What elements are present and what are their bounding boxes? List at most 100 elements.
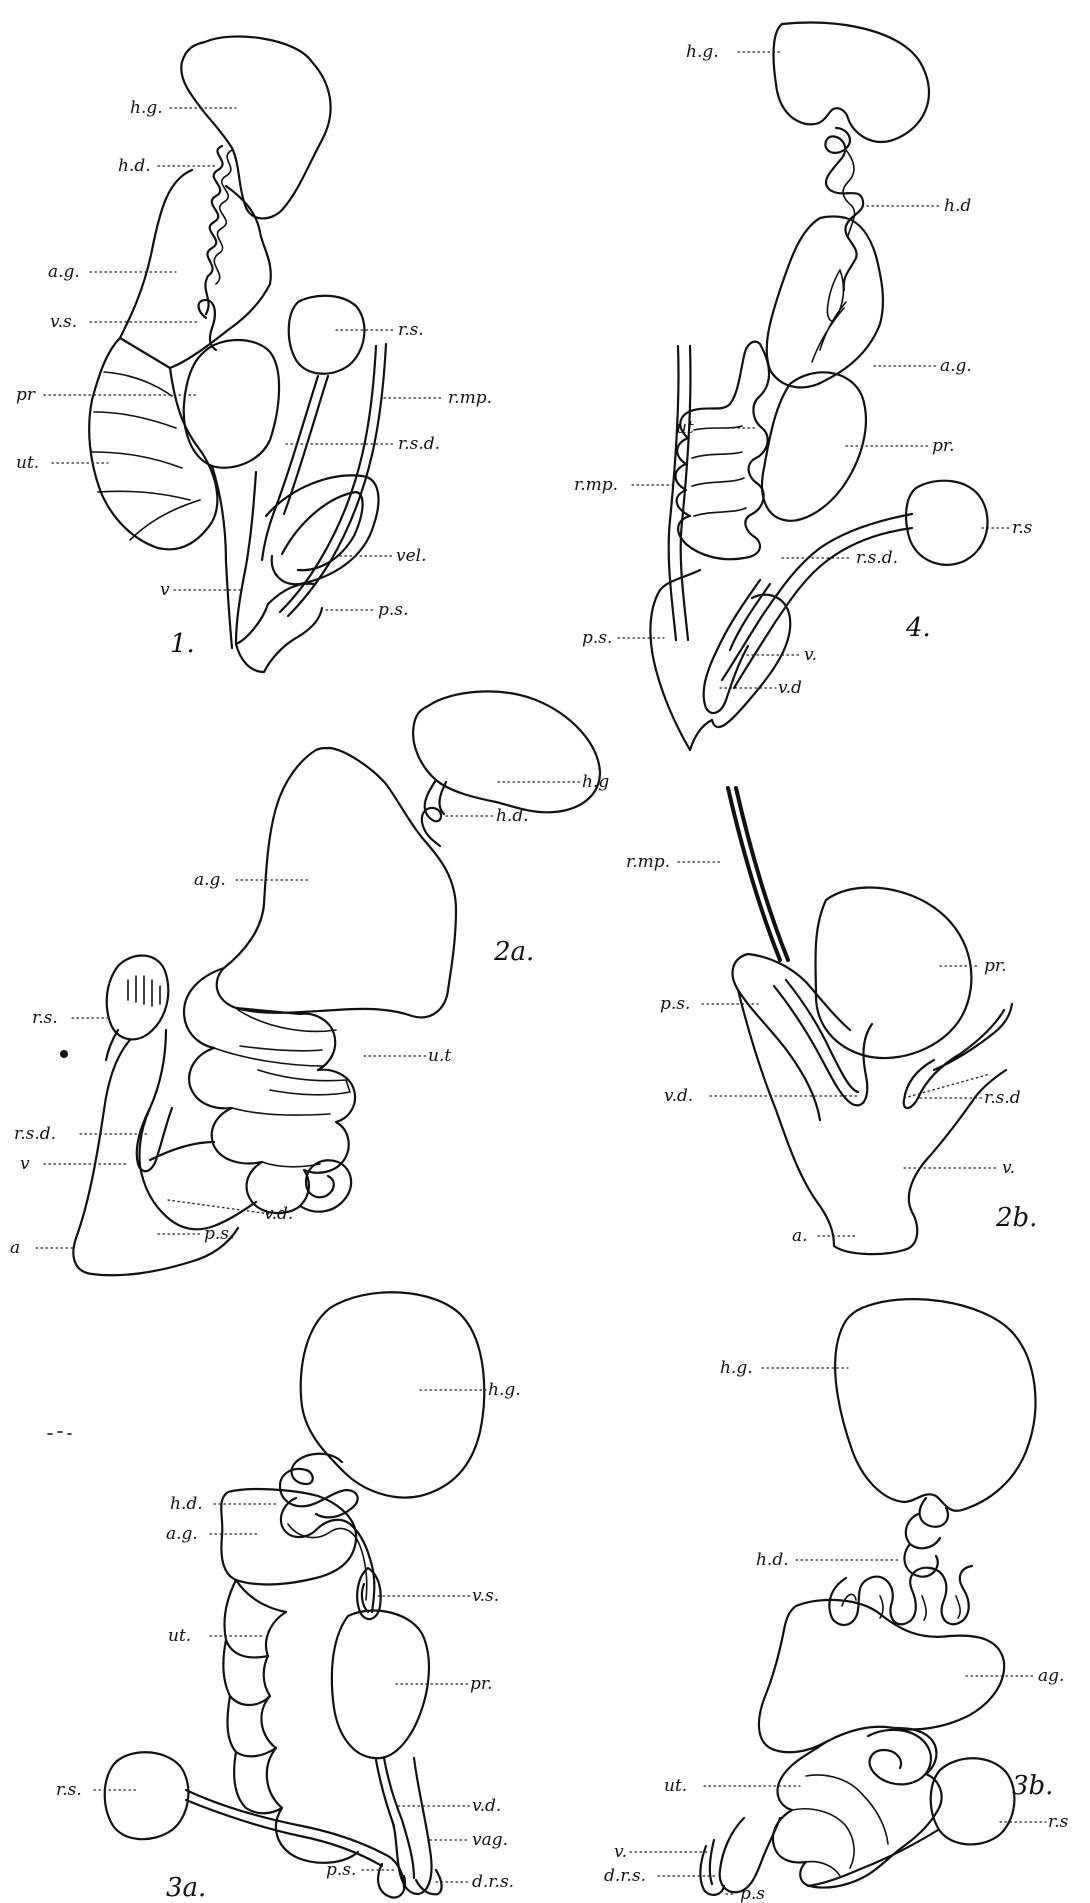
fig2b-label-v: v. (1002, 1158, 1015, 1178)
figure-1: h.g. h.d. a.g. v.s. pr ut. r.s. r.mp. r.… (16, 36, 492, 672)
fig2b-label-a: a. (792, 1226, 808, 1246)
fig2a-label-ut: u.t (428, 1046, 451, 1066)
fig3a-label-drs: d.r.s. (472, 1872, 514, 1892)
fig1-vagina (212, 466, 264, 672)
fig3a-label-ag: a.g. (166, 1524, 198, 1544)
fig4-label-vd: v.d (778, 678, 802, 698)
fig4-label-v: v. (804, 645, 817, 665)
fig4-label-rmp: r.mp. (574, 475, 618, 495)
fig4-label-ps: p.s. (582, 628, 612, 648)
fig3b-label-v: v. (614, 1842, 627, 1862)
figure-2a: h.g h.d. a.g. 2a. r.s. u.t r.s.d. v v.d.… (10, 691, 609, 1275)
fig4-prostate (762, 372, 866, 520)
fig3a-label-hg: h.g. (488, 1380, 521, 1400)
fig3b-label-rs: r.s (1048, 1812, 1069, 1832)
fig1-label-vs: v.s. (50, 312, 77, 332)
fig2a-label-hg: h.g (582, 772, 609, 792)
fig1-number: 1. (170, 629, 195, 659)
fig2a-label-a: a (10, 1238, 20, 1258)
fig4-albumen-inner (812, 270, 846, 362)
fig3b-label-drs: d.r.s. (604, 1866, 646, 1886)
fig2a-label-rs: r.s. (32, 1008, 58, 1028)
fig3a-rs-duct (186, 1790, 404, 1888)
fig2b-label-pr: pr. (984, 956, 1007, 976)
fig3b-uterus-coil (868, 1730, 931, 1784)
fig4-hermaphrodite-duct (825, 128, 863, 290)
fig3b-number: 3b. (1012, 1771, 1053, 1801)
fig2a-rs-stipple (128, 976, 160, 1006)
fig3b-receptaculum-seminis (931, 1758, 1015, 1844)
fig4-label-rsd: r.s.d. (856, 548, 898, 568)
fig3b-label-hg: h.g. (720, 1358, 753, 1378)
fig3b-penis-sheath (720, 1818, 780, 1892)
fig1-uterus (89, 338, 217, 549)
fig4-receptaculum-duct (722, 514, 912, 688)
fig2b-label-vd: v.d. (664, 1086, 693, 1106)
figure-4: h.g. h.d a.g. ut pr. r.mp. r.s r.s.d. p.… (574, 23, 1033, 750)
fig3a-label-ut: ut. (168, 1626, 191, 1646)
fig1-receptaculum-seminis (289, 296, 365, 374)
fig2b-retractor-muscle (728, 788, 788, 960)
fig4-label-ag: a.g. (940, 356, 972, 376)
fig2a-albumen-gland (217, 748, 456, 1017)
fig4-albumen-gland (767, 217, 883, 388)
fig3a-number: 3a. (166, 1873, 206, 1903)
fig4-label-hd: h.d (944, 196, 971, 216)
fig4-label-hg: h.g. (686, 42, 719, 62)
figure-3a: h.g. h.d. a.g. v.s. ut. pr. v.d. r.s. va… (56, 1292, 521, 1903)
fig2b-vas-deferens (774, 980, 872, 1105)
fig1-label-hd: h.d. (118, 156, 151, 176)
fig1-albumen-gland (120, 170, 271, 368)
fig4-label-ut: ut (676, 418, 694, 438)
fig2b-prostate (815, 888, 971, 1059)
fig2b-label-rsd: r.s.d (984, 1088, 1021, 1108)
fig2a-label-ag: a.g. (194, 870, 226, 890)
fig2a-label-vd: v.d. (264, 1204, 293, 1224)
fig3a-vas-deferens (376, 1758, 414, 1878)
fig3a-hermaphrodite-duct (280, 1454, 374, 1612)
fig2a-receptaculum-seminis (107, 956, 169, 1040)
fig2a-tight-coil (300, 1160, 351, 1211)
fig3b-hermaphrodite-gland (835, 1299, 1035, 1511)
fig3a-label-vs: v.s. (472, 1586, 499, 1606)
fig1-label-rmp: r.mp. (448, 388, 492, 408)
fig3b-label-hd: h.d. (756, 1550, 789, 1570)
fig4-number: 4. (905, 613, 931, 643)
fig3b-uterus-folds (792, 1775, 888, 1876)
fig1-label-v: v (160, 580, 170, 600)
fig4-label-rs: r.s (1012, 518, 1033, 538)
fig3b-rs-duct (808, 1830, 938, 1886)
fig3a-vagina (392, 1758, 432, 1894)
fig2a-uterus-folds (214, 1010, 350, 1167)
fig1-label-vel: vel. (396, 546, 427, 566)
fig3a-label-rs: r.s. (56, 1780, 82, 1800)
fig1-penis-sheath (236, 584, 322, 672)
ink-spot (60, 1050, 68, 1058)
fig3a-label-pr: pr. (470, 1674, 493, 1694)
fig2a-vagina (139, 1030, 256, 1229)
fig4-hermaphrodite-gland (774, 23, 929, 142)
fig3a-label-vag: vag. (472, 1830, 508, 1850)
fig3a-prostate (332, 1611, 429, 1759)
fig1-label-ut: ut. (16, 453, 39, 473)
fig3a-label-vd: v.d. (472, 1796, 501, 1816)
fig2a-label-hd: h.d. (496, 806, 529, 826)
fig1-label-pr: pr (16, 385, 36, 405)
fig2b-body (738, 990, 1006, 1254)
fig3a-duct-outer (288, 1524, 367, 1600)
fig3a-receptaculum-seminis (105, 1752, 189, 1839)
fig2a-label-v: v (20, 1154, 30, 1174)
figure-3b: h.g. h.d. ag. ut. 3b. r.s v. d.r.s. p.s (604, 1299, 1069, 1903)
fig3a-hermaphrodite-gland (301, 1292, 485, 1497)
fig3b-label-ut: ut. (664, 1776, 687, 1796)
fig4-uterus-folds (692, 426, 746, 516)
fig3b-label-ps: p.s (740, 1884, 765, 1903)
fig3a-label-hd: h.d. (170, 1494, 203, 1514)
fig2b-label-ps: p.s. (660, 994, 690, 1014)
fig4-penis-sheath (650, 570, 712, 750)
fig1-label-rsd: r.s.d. (398, 434, 440, 454)
fig2a-number: 2a. (493, 937, 534, 967)
fig3b-label-ag: ag. (1038, 1666, 1064, 1686)
ink-specks (48, 1432, 71, 1434)
